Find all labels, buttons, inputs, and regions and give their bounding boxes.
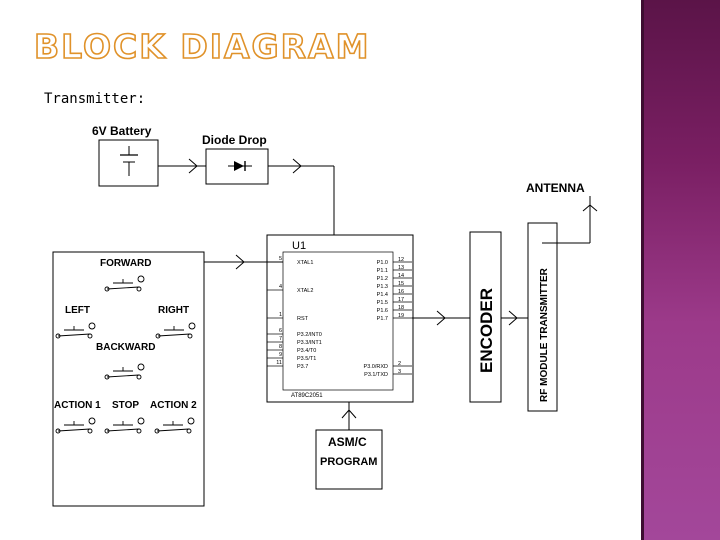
mcu-pin-number: 12 [398, 257, 404, 263]
signal-wires [204, 254, 528, 430]
program-line1: ASM/C [328, 435, 367, 449]
push-switch-symbol [154, 417, 195, 434]
mcu-pin-name: P1.4 [377, 292, 388, 298]
mcu-pin-name: P3.5/T1 [297, 356, 316, 362]
rf-module-label: RF MODULE TRANSMITTER [539, 267, 550, 402]
mcu-pin-number: 17 [398, 297, 404, 303]
mcu-pin-number: 1 [279, 312, 282, 318]
mcu-pin-number: 13 [398, 265, 404, 271]
button-panel: FORWARD LEFT RIGHT BACKWARD ACTION 1 STO… [52, 251, 205, 507]
decorative-side-panel [641, 0, 720, 540]
mcu-pin-name: P1.2 [377, 276, 388, 282]
mcu-pin-name: P1.3 [377, 284, 388, 290]
mcu-pin-number: 9 [279, 352, 282, 358]
mcu-pin-name: P1.0 [377, 260, 388, 266]
diode-block: Diode Drop [202, 133, 269, 185]
battery-label: 6V Battery [92, 124, 152, 138]
mcu-pin-number: 15 [398, 281, 404, 287]
mcu-pin-number: 16 [398, 289, 404, 295]
mcu-pin-number: 11 [276, 360, 282, 366]
program-block: ASM/C PROGRAM [315, 429, 383, 490]
encoder-block: ENCODER [469, 231, 502, 403]
diode-label: Diode Drop [202, 133, 267, 147]
push-switch-symbol [104, 417, 145, 434]
mcu-pin-name: XTAL1 [297, 260, 313, 266]
button-label-left: LEFT [65, 305, 90, 316]
mcu-pin-name: P3.3/INT1 [297, 340, 322, 346]
button-label-right: RIGHT [158, 305, 189, 316]
push-switch-symbol [155, 322, 196, 339]
antenna [542, 196, 598, 244]
button-label-backward: BACKWARD [96, 342, 155, 353]
antenna-label: ANTENNA [526, 181, 585, 195]
mcu-pin-name: P1.5 [377, 300, 388, 306]
button-label-action2: ACTION 2 [150, 400, 197, 411]
mcu-part: AT89C2051 [291, 393, 323, 399]
mcu-pin-name: P3.2/INT0 [297, 332, 322, 338]
mcu-pin-number: 4 [279, 284, 282, 290]
push-switch-symbol [104, 363, 145, 380]
power-wires [158, 158, 335, 235]
push-switch-symbol [55, 417, 96, 434]
mcu-pin-number: 7 [279, 336, 282, 342]
section-label: Transmitter: [44, 91, 146, 107]
mcu-pin-number: 19 [398, 313, 404, 319]
mcu-pin-number: 5 [279, 256, 282, 262]
push-switch-symbol [104, 275, 145, 292]
mcu-pin-name: P1.6 [377, 308, 388, 314]
mcu-pin-number: 14 [398, 273, 404, 279]
battery-block: 6V Battery [92, 124, 159, 187]
mcu-pin-name: XTAL2 [297, 288, 313, 294]
block-diagram: 6V Battery Diode Drop ANTENNA FORWARD LE… [52, 124, 598, 507]
mcu-pin-name: P3.4/T0 [297, 348, 316, 354]
button-label-action1: ACTION 1 [54, 400, 101, 411]
mcu-pin-name: P3.1/TXD [364, 372, 388, 378]
mcu-pin-number: 3 [398, 369, 401, 375]
mcu-pin-number: 2 [398, 361, 401, 367]
program-line2: PROGRAM [320, 456, 377, 468]
mcu-pin-number: 6 [279, 328, 282, 334]
button-label-stop: STOP [112, 400, 139, 411]
encoder-label: ENCODER [477, 288, 496, 373]
slide-title: BLOCK DIAGRAM [33, 27, 371, 66]
push-switch-symbol [55, 322, 96, 339]
mcu-pin-name: P3.0/RXD [364, 364, 388, 370]
mcu-pin-name: P1.7 [377, 316, 388, 322]
rf-module-block: RF MODULE TRANSMITTER [527, 222, 558, 412]
mcu-pin-number: 8 [279, 344, 282, 350]
mcu-pin-name: P1.1 [377, 268, 388, 274]
mcu-pin-name: P3.7 [297, 364, 308, 370]
mcu-ref: U1 [292, 240, 306, 252]
button-label-forward: FORWARD [100, 258, 151, 269]
mcu-pin-number: 18 [398, 305, 404, 311]
mcu-pin-name: RST [297, 316, 309, 322]
